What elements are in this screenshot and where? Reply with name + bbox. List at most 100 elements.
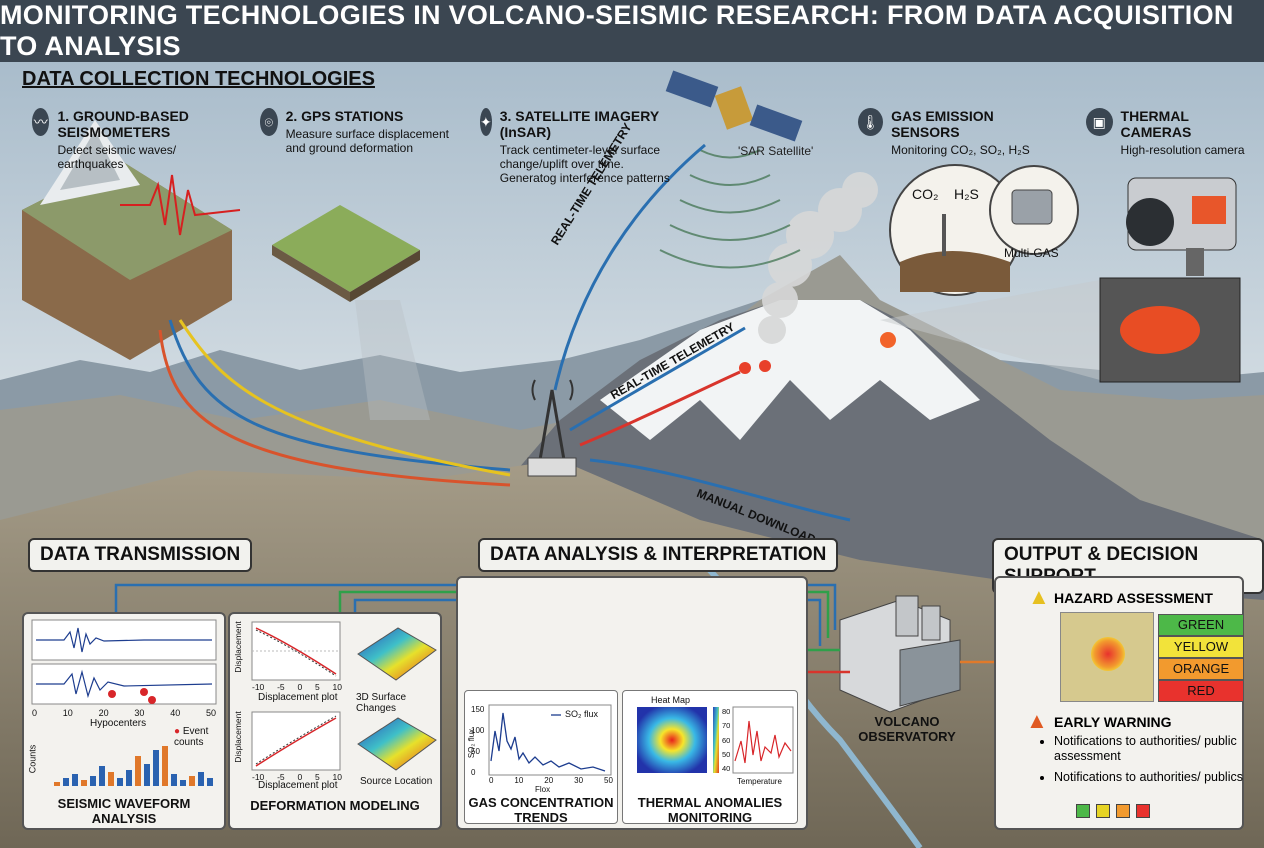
histogram-bar — [162, 746, 168, 786]
gas-caption: GAS CONCENTRATION TRENDS — [468, 795, 614, 825]
data-collection-heading: DATA COLLECTION TECHNOLOGIES — [22, 68, 375, 90]
tech-desc: Measure surface displacement and ground … — [285, 127, 449, 155]
tick: 10 — [62, 708, 73, 718]
satellite-icon: ✦ — [480, 108, 492, 136]
seismometer-block-illustration — [22, 120, 232, 360]
histogram-bar — [117, 778, 123, 786]
thermal-caption: THERMAL ANOMALIES MONITORING — [637, 795, 783, 825]
level-swatches — [1076, 804, 1150, 818]
histogram-bar — [180, 780, 186, 786]
level-green: GREEN — [1158, 614, 1244, 636]
gas-x-axis: Flox — [535, 785, 551, 794]
histogram-bar — [54, 782, 60, 786]
warning-triangle-icon: ▲ — [1028, 584, 1050, 609]
histogram-bar — [90, 776, 96, 786]
tech-title: 3. SATELLITE IMAGERY (InSAR) — [499, 108, 659, 140]
alert-triangle-icon: ▲ — [1026, 708, 1048, 733]
tick: 50 — [205, 708, 216, 718]
sar-satellite-illustration — [665, 70, 803, 142]
sar-satellite-label: 'SAR Satellite' — [738, 144, 814, 158]
swatch-green — [1076, 804, 1090, 818]
thermal-charts — [637, 706, 794, 774]
gas-x-ticks: 0 10 20 30 50 — [489, 776, 613, 785]
tick: 150 — [471, 705, 485, 714]
tick: 10 — [514, 776, 524, 785]
tick: 30 — [134, 708, 145, 718]
source-location-label: Source Location — [360, 776, 433, 787]
warning-item: Notifications to authorities/ publics — [1054, 770, 1250, 785]
tick: -5 — [277, 772, 285, 782]
data-transmission-heading: DATA TRANSMISSION — [28, 538, 253, 572]
thermometer-icon: 🌡 — [858, 108, 884, 136]
gas-legend: SO₂ flux — [565, 709, 599, 719]
tech-satellite: ✦ 3. SATELLITE IMAGERY (InSAR) Track cen… — [480, 108, 680, 185]
displacement-axis-2: Displacement — [232, 711, 243, 763]
data-analysis-heading: DATA ANALYSIS & INTERPRETATION — [478, 538, 839, 572]
warning-item: Notifications to authorities/ public ass… — [1054, 734, 1250, 764]
tick: 0 — [297, 682, 303, 692]
h2s-label: H₂S — [954, 186, 979, 202]
level-yellow: YELLOW — [1158, 636, 1244, 658]
co2-label: CO₂ — [912, 186, 939, 202]
level-orange: ORANGE — [1158, 658, 1244, 680]
tech-thermal-cameras: ▣ THERMAL CAMERAS High-resolution camera — [1086, 108, 1256, 157]
deformation-plots — [251, 621, 437, 771]
tick: 100 — [471, 726, 485, 735]
tick: 80 — [722, 707, 731, 716]
swatch-red — [1136, 804, 1150, 818]
tick: 40 — [170, 708, 181, 718]
histogram-bar — [63, 778, 69, 786]
tick: 20 — [98, 708, 109, 718]
tech-title: GAS EMISSION SENSORS — [891, 108, 994, 140]
histogram-bar — [153, 750, 159, 786]
alert-levels: GREEN YELLOW ORANGE RED — [1158, 614, 1244, 702]
tick: 30 — [574, 776, 584, 785]
histogram-bar — [171, 774, 177, 786]
displacement-plot-label-1: Displacement plot — [258, 692, 338, 703]
temperature-label: Temperature — [737, 777, 782, 786]
tech-desc: High-resolution camera — [1120, 143, 1245, 157]
tick: 50 — [722, 749, 731, 759]
level-red: RED — [1158, 680, 1244, 702]
seismic-caption: SEISMIC WAVEFORM ANALYSIS — [57, 796, 191, 826]
hypocenters-label: Hypocenters — [90, 718, 147, 729]
histogram-bar — [72, 774, 78, 786]
gas-trend-card: SO₂ flux 150 100 50 0 SO₂ flux 0 10 20 3… — [464, 690, 618, 825]
heat-map-title: Heat Map — [651, 695, 691, 705]
multigas-label: Multi-GAS — [1004, 246, 1059, 260]
seismic-plots — [31, 619, 217, 786]
thermal-camera-illustration — [1126, 177, 1237, 276]
deformation-caption: DEFORMATION MODELING — [250, 798, 420, 813]
title-bar: MONITORING TECHNOLOGIES IN VOLCANO-SEISM… — [0, 0, 1264, 62]
histogram-bar — [108, 772, 114, 786]
tech-gas-sensors: 🌡 GAS EMISSION SENSORS Monitoring CO₂, S… — [858, 108, 1048, 157]
observatory-label: VOLCANO OBSERVATORY — [858, 714, 956, 744]
tech-seismometers: 〰 1. GROUND-BASED SEISMOMETERS Detect se… — [32, 108, 212, 171]
deform-x-ticks-2: -10 -5 0 5 10 — [252, 772, 342, 782]
waveform-icon: 〰 — [32, 108, 50, 136]
tick: 60 — [722, 735, 731, 745]
tech-title: 1. GROUND-BASED SEISMOMETERS — [57, 108, 189, 140]
surface-changes-label: 3D Surface Changes — [356, 692, 407, 714]
tick: 5 — [314, 772, 320, 782]
event-counts-label: ● Event counts — [174, 726, 209, 748]
displacement-axis-1: Displacement — [232, 621, 243, 673]
histogram-bar — [81, 780, 87, 786]
histogram-bar — [135, 756, 141, 786]
tick: 10 — [332, 772, 342, 782]
histogram-bar — [126, 770, 132, 786]
counts-axis-label: Counts — [27, 744, 38, 774]
histogram-bar — [198, 772, 204, 786]
histogram-bar — [144, 764, 150, 786]
location-pin-icon: ⌾ — [260, 108, 278, 136]
tick: 50 — [471, 747, 480, 756]
gas-trend-chart — [488, 704, 612, 776]
hazard-title: HAZARD ASSESSMENT — [1054, 590, 1213, 606]
tech-desc: Monitoring CO₂, SO₂, H₂S — [891, 143, 1030, 157]
tick: 0 — [471, 768, 476, 777]
tick: -10 — [252, 772, 265, 782]
tick: 0 — [489, 776, 494, 785]
observatory-building-illustration — [839, 595, 961, 713]
deform-x-ticks-1: -10 -5 0 5 10 — [252, 682, 342, 692]
event-counts-text: Event counts — [174, 726, 209, 748]
